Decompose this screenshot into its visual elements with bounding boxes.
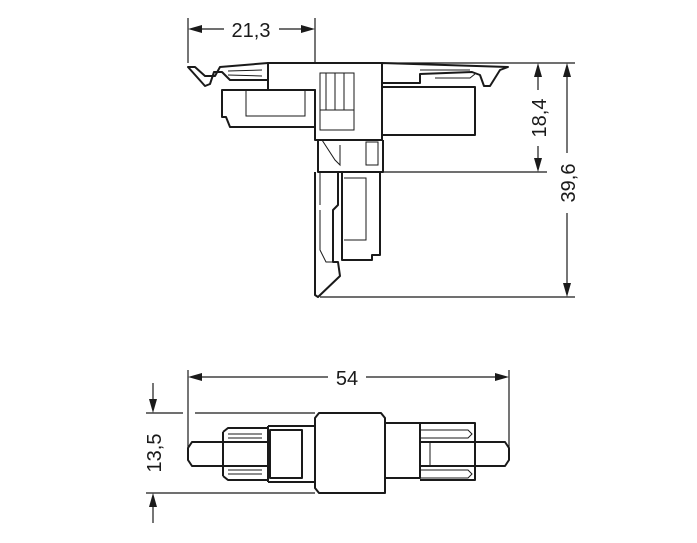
dimension-width-label: 21,3 bbox=[232, 20, 271, 42]
dimension-total-height-label: 39,6 bbox=[558, 164, 580, 203]
top-view-dimensions: 21,3 18,4 39,6 bbox=[187, 18, 580, 298]
bottom-view-dimensions: 54 13,5 bbox=[144, 368, 510, 523]
dimension-height-label: 13,5 bbox=[144, 434, 166, 473]
dimension-upper-height-label: 18,4 bbox=[529, 99, 551, 138]
bottom-view-connector bbox=[187, 412, 510, 494]
dimension-length-label: 54 bbox=[336, 368, 358, 390]
top-view-connector bbox=[187, 62, 509, 298]
